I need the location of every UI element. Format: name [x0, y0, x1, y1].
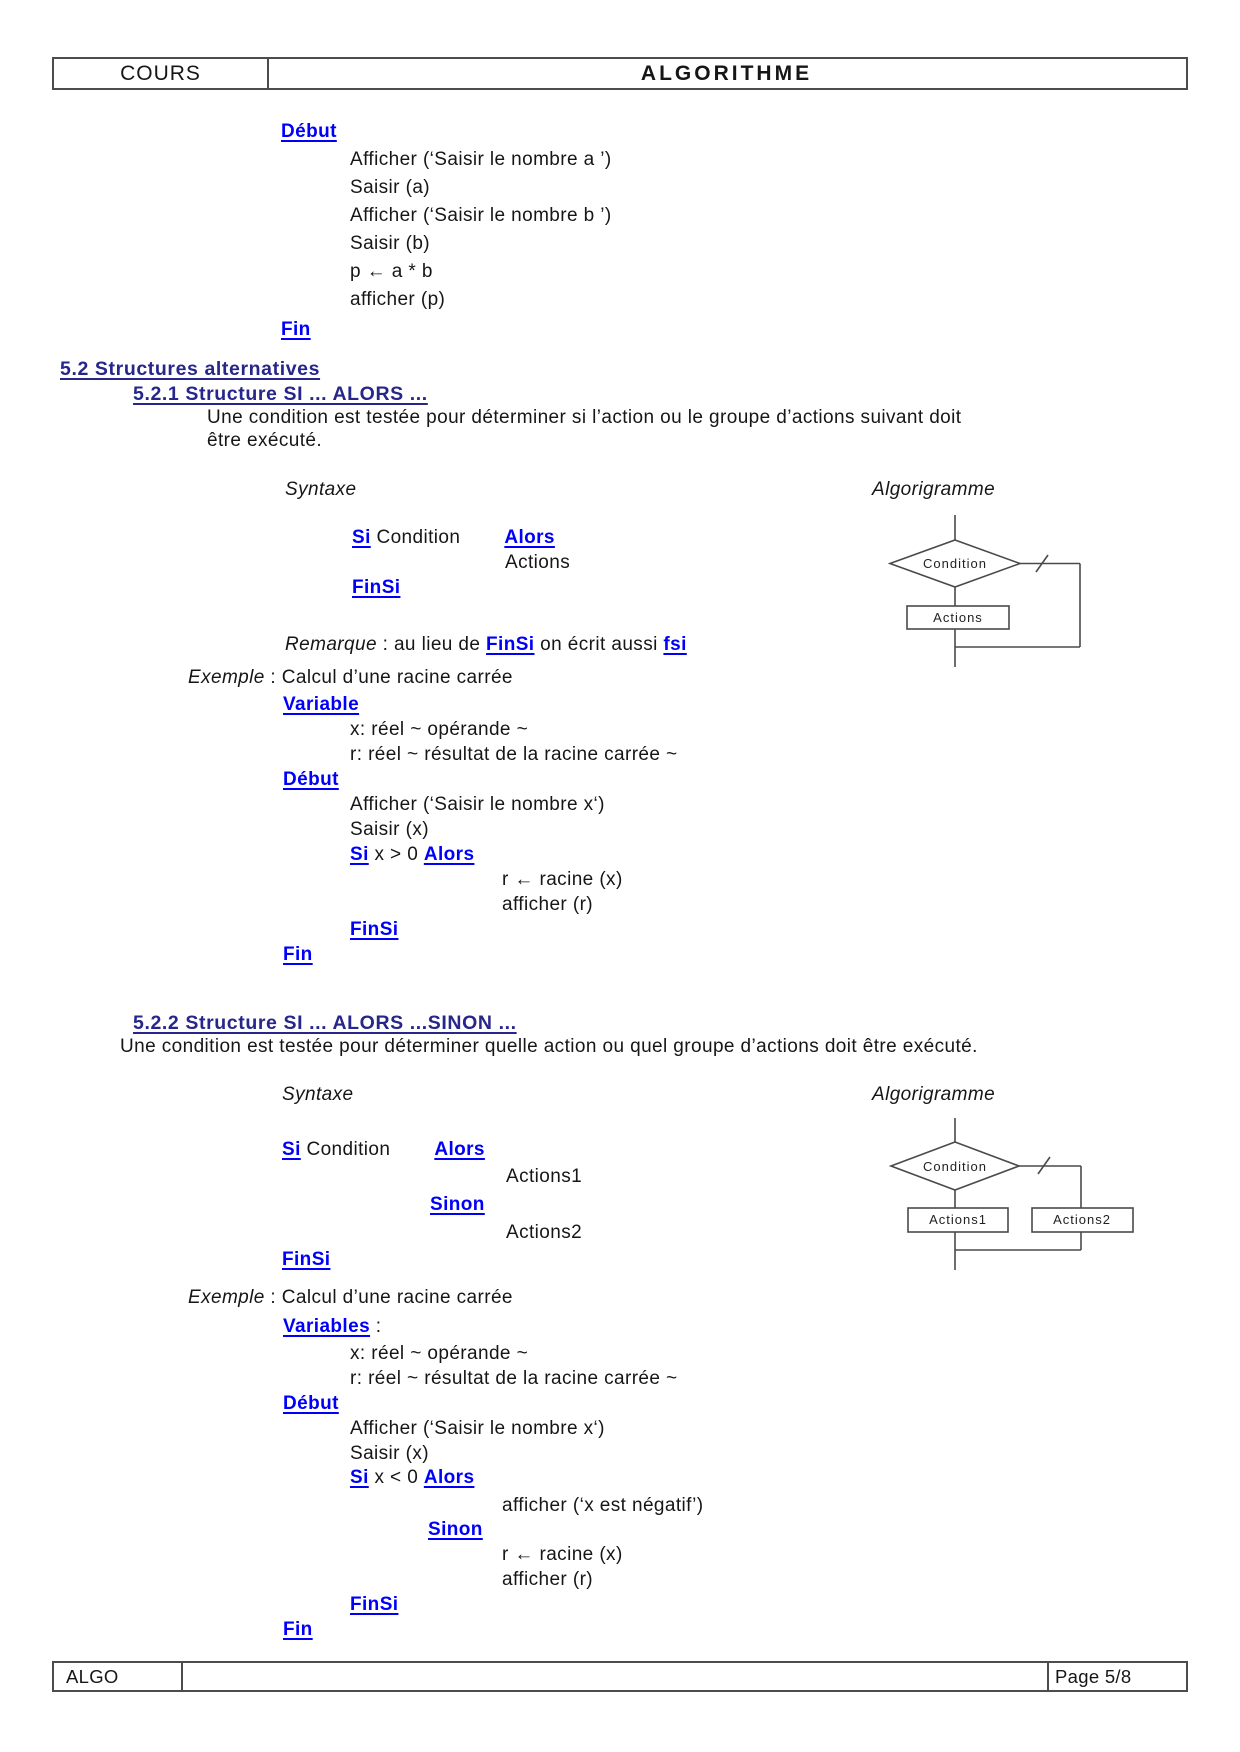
footer-page-number: Page 5/8: [1055, 1665, 1132, 1687]
example2-else-statement: afficher (r): [502, 1569, 594, 1590]
algorigramme-label-1: Algorigramme: [872, 479, 996, 500]
footer-table: ALGO Page 5/8: [52, 1661, 1188, 1692]
syntax2-actions2: Actions2: [506, 1222, 583, 1243]
remark-line: Remarque : au lieu de FinSi on écrit aus…: [285, 632, 687, 658]
syntax1-actions: Actions: [505, 552, 571, 573]
section-5-2-heading: 5.2 Structures alternatives: [60, 358, 321, 380]
algorigramme-label-2: Algorigramme: [872, 1084, 996, 1105]
flow1-actions-label: Actions: [933, 610, 983, 625]
page-title: ALGORITHME: [640, 61, 813, 85]
kw-alors: Alors: [504, 527, 555, 548]
flow2-branch-tick: [1037, 1156, 1051, 1175]
section-5-2-2-heading: 5.2.2 Structure SI ... ALORS ...SINON ..…: [133, 1012, 517, 1034]
syntax1-kw-finsi: FinSi: [352, 577, 401, 598]
example-label: Exemple: [188, 667, 265, 688]
header-title-cell: ALGORITHME: [267, 59, 1186, 88]
flowchart-si-alors-sinon: Condition Actions1 Actions2: [888, 1118, 1134, 1270]
remark-text: on écrit aussi: [534, 634, 664, 655]
example2-variables-line: Variables :: [283, 1314, 381, 1340]
kw-si: Si: [352, 527, 371, 548]
example1-si-condition: x > 0: [368, 844, 424, 865]
example2-then-statement: afficher (‘x est négatif’): [502, 1495, 704, 1516]
syntax2-kw-sinon: Sinon: [430, 1194, 485, 1215]
intro-statement: p ← a * b: [350, 261, 433, 282]
syntaxe-label-2: Syntaxe: [282, 1084, 354, 1105]
remark-label: Remarque: [285, 634, 377, 655]
example1-then-statement: afficher (r): [502, 894, 594, 915]
course-label: COURS: [120, 61, 201, 85]
example2-si-line: Si x < 0 Alors: [350, 1465, 474, 1491]
example2-statement: Afficher (‘Saisir le nombre x‘): [350, 1418, 605, 1439]
flow2-condition-label: Condition: [923, 1159, 987, 1174]
syntax2-si-line: Si Condition Alors: [282, 1137, 485, 1163]
example1-var-decl: r: réel ~ résultat de la racine carrée ~: [350, 744, 678, 765]
example1-kw-fin: Fin: [283, 944, 313, 965]
syntax2-kw-finsi: FinSi: [282, 1249, 331, 1270]
kw-alors: Alors: [423, 844, 475, 865]
example-title: : Calcul d’une racine carrée: [264, 667, 513, 688]
section-5-2-1-heading: 5.2.1 Structure SI ... ALORS ...: [133, 383, 428, 405]
example2-kw-sinon: Sinon: [428, 1519, 483, 1540]
footer-divider-2: [1047, 1663, 1049, 1690]
intro-statement: afficher (p): [350, 289, 446, 310]
footer-doc-code: ALGO: [66, 1665, 119, 1687]
intro-statement: Saisir (a): [350, 177, 431, 198]
example2-si-condition: x < 0: [368, 1467, 424, 1488]
kw-si: Si: [350, 844, 369, 865]
example2-title-line: Exemple : Calcul d’une racine carrée: [188, 1285, 513, 1311]
intro-kw-fin: Fin: [281, 319, 311, 340]
kw-si: Si: [282, 1139, 301, 1160]
example1-title-line: Exemple : Calcul d’une racine carrée: [188, 665, 513, 691]
section-5-2-2-description: Une condition est testée pour déterminer…: [120, 1036, 978, 1057]
flowchart-si-alors: Condition Actions: [887, 515, 1081, 667]
example2-var-decl: r: réel ~ résultat de la racine carrée ~: [350, 1368, 678, 1389]
flow2-actions2-label: Actions2: [1053, 1212, 1111, 1227]
intro-statement: Afficher (‘Saisir le nombre b ’): [350, 205, 612, 226]
flow2-actions2-box: [1031, 1207, 1134, 1233]
section-5-2-1-description-line2: être exécuté.: [207, 430, 323, 451]
example2-kw-finsi: FinSi: [350, 1594, 399, 1615]
section-5-2-1-description-line1: Une condition est testée pour déterminer…: [207, 407, 962, 428]
flow2-actions1-label: Actions1: [929, 1212, 987, 1227]
kw-alors: Alors: [434, 1139, 485, 1160]
syntax1-si-line: Si Condition Alors: [352, 525, 555, 551]
syntax1-condition: Condition: [370, 527, 461, 548]
footer-divider-1: [181, 1663, 183, 1690]
example1-statement: Saisir (x): [350, 819, 429, 840]
example1-then-statement: r ← racine (x): [502, 869, 623, 890]
example1-si-line: Si x > 0 Alors: [350, 842, 474, 868]
intro-statement: Afficher (‘Saisir le nombre a ’): [350, 149, 612, 170]
flow1-branch-tick: [1035, 554, 1049, 573]
flow2-actions1-box: [907, 1207, 1009, 1233]
example2-variables-colon: :: [370, 1316, 382, 1337]
kw-fsi: fsi: [663, 634, 687, 655]
intro-statement: Saisir (b): [350, 233, 431, 254]
example2-kw-fin: Fin: [283, 1619, 313, 1640]
syntaxe-label-1: Syntaxe: [285, 479, 357, 500]
header-course-cell: COURS: [54, 59, 267, 88]
example2-statement: Saisir (x): [350, 1443, 429, 1464]
example1-kw-debut: Début: [283, 769, 339, 790]
example2-else-statement: r ← racine (x): [502, 1544, 623, 1565]
example1-kw-finsi: FinSi: [350, 919, 399, 940]
kw-alors: Alors: [423, 1467, 475, 1488]
example2-kw-debut: Début: [283, 1393, 339, 1414]
example1-var-decl: x: réel ~ opérande ~: [350, 719, 529, 740]
intro-kw-debut: Début: [281, 121, 337, 142]
header-table: COURS ALGORITHME: [52, 57, 1188, 90]
example2-var-decl: x: réel ~ opérande ~: [350, 1343, 529, 1364]
example1-kw-variable: Variable: [283, 694, 360, 715]
kw-finsi: FinSi: [486, 634, 535, 655]
syntax2-actions1: Actions1: [506, 1166, 583, 1187]
flow1-actions-box: [906, 605, 1010, 630]
header-cell-divider: [267, 59, 269, 88]
example1-statement: Afficher (‘Saisir le nombre x‘): [350, 794, 605, 815]
syntax2-condition: Condition: [300, 1139, 391, 1160]
remark-text: : au lieu de: [376, 634, 487, 655]
example2-kw-variables: Variables: [283, 1316, 371, 1337]
example-title: : Calcul d’une racine carrée: [264, 1287, 513, 1308]
kw-si: Si: [350, 1467, 369, 1488]
flow1-condition-label: Condition: [923, 556, 987, 571]
example-label: Exemple: [188, 1287, 265, 1308]
